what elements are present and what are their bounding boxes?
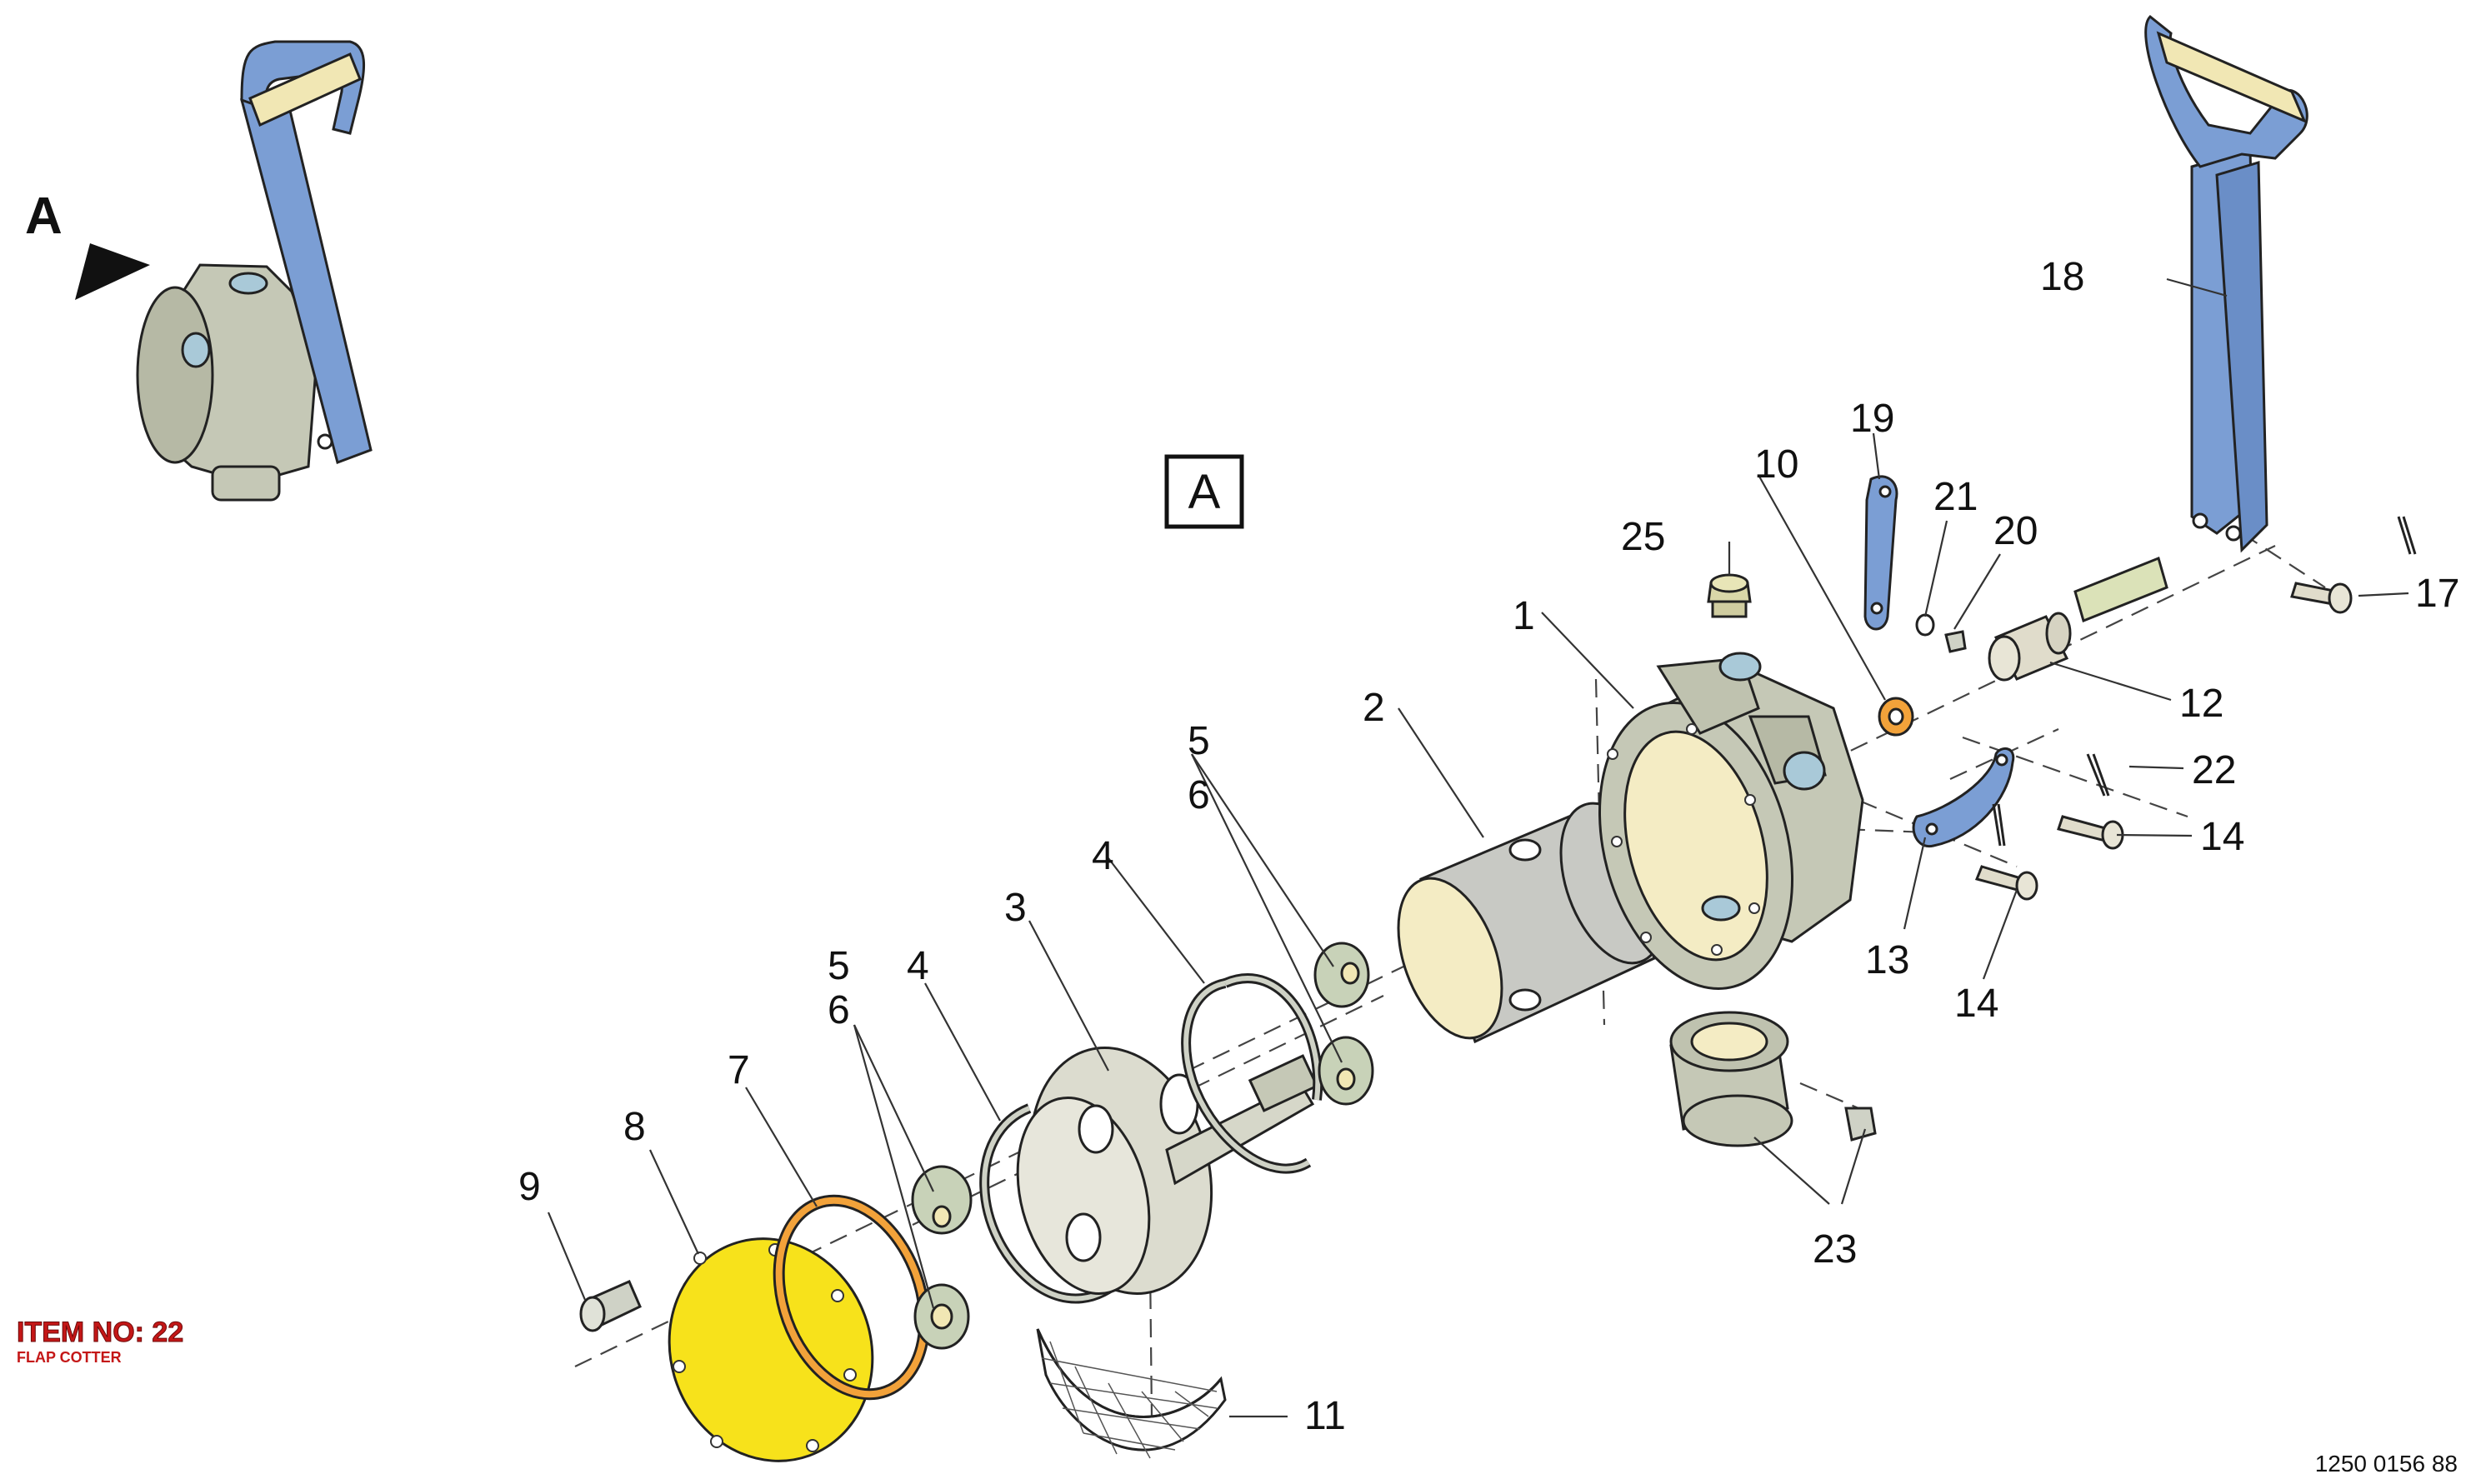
callout-6-lower: 6 xyxy=(828,988,850,1032)
part-21-washer xyxy=(1915,613,1935,637)
callout-20: 20 xyxy=(1993,509,2038,553)
callout-11: 11 xyxy=(1304,1394,1346,1438)
callout-21: 21 xyxy=(1933,475,1978,519)
part-12-bushing xyxy=(1988,612,2072,682)
callout-23: 23 xyxy=(1813,1227,1857,1272)
view-box-label: A xyxy=(1188,465,1221,519)
callout-14-upper: 14 xyxy=(2200,815,2244,859)
callout-8: 8 xyxy=(623,1105,646,1149)
part-18-handle xyxy=(2144,14,2308,553)
callout-5-upper: 5 xyxy=(1188,719,1210,763)
part-19-link xyxy=(1863,475,1898,631)
callout-17: 17 xyxy=(2415,572,2459,616)
part-2-liner xyxy=(1397,797,1666,1044)
callout-10: 10 xyxy=(1754,442,1798,487)
callout-4-left: 4 xyxy=(907,944,929,988)
view-marker-label: A xyxy=(25,187,63,245)
callout-4-right: 4 xyxy=(1092,834,1114,878)
part-6-valve-upper xyxy=(1318,1036,1374,1106)
callout-13: 13 xyxy=(1865,938,1909,982)
callout-22: 22 xyxy=(2192,748,2236,792)
callout-labels: 9 8 7 5 6 4 3 4 5 6 2 1 25 10 19 21 20 1… xyxy=(518,255,2459,1438)
part-link-bar xyxy=(2073,556,2168,623)
part-1-housing xyxy=(1598,652,1864,990)
part-9-screw xyxy=(579,1280,642,1332)
callout-2: 2 xyxy=(1363,686,1385,730)
callout-5-lower: 5 xyxy=(828,944,850,988)
part-8-cover xyxy=(668,1237,874,1462)
callout-14-lower: 14 xyxy=(1954,982,1998,1026)
part-20-screw xyxy=(1944,630,1967,653)
callout-12: 12 xyxy=(2179,682,2223,726)
part-25-plug xyxy=(1707,573,1752,618)
part-14-pin-lower xyxy=(1974,865,2038,901)
part-23-union xyxy=(1669,1011,1877,1147)
part-14-pin-upper xyxy=(2057,815,2124,850)
part-5-valve-upper xyxy=(1313,942,1370,1008)
callout-7: 7 xyxy=(728,1048,750,1092)
part-3-piston xyxy=(1016,1047,1319,1296)
callout-19: 19 xyxy=(1850,397,1894,441)
handle-grip xyxy=(2156,31,2307,123)
callout-1: 1 xyxy=(1513,594,1535,638)
part-22-cotter-2 xyxy=(1992,803,2006,847)
part-6-valve-lower xyxy=(913,1283,970,1350)
thumbnail-grip xyxy=(248,52,362,127)
part-5-valve-lower xyxy=(911,1165,973,1235)
assembled-pump-thumbnail: A xyxy=(25,40,373,502)
callout-3: 3 xyxy=(1004,886,1027,930)
drawing-reference-number: 1250 0156 88 xyxy=(2314,1451,2458,1477)
item-description: FLAP COTTER xyxy=(17,1349,122,1366)
callout-6-upper: 6 xyxy=(1188,773,1210,817)
leader-lines xyxy=(547,277,2409,1418)
callout-9: 9 xyxy=(518,1165,541,1209)
view-arrow-icon xyxy=(75,243,150,300)
item-info: ITEM NO: 22 FLAP COTTER xyxy=(16,1317,184,1367)
item-number-title: ITEM NO: 22 xyxy=(16,1317,184,1349)
callout-25: 25 xyxy=(1621,515,1665,559)
part-13-bracket xyxy=(1912,747,2015,848)
view-box: A xyxy=(1164,454,1244,529)
part-17-pin xyxy=(2290,582,2353,614)
part-22-cotter-3 xyxy=(2397,516,2417,555)
part-22-cotter xyxy=(2086,753,2110,797)
callout-18: 18 xyxy=(2040,255,2084,299)
part-7-oring xyxy=(775,1197,928,1398)
part-11-strainer xyxy=(1036,1328,1227,1459)
